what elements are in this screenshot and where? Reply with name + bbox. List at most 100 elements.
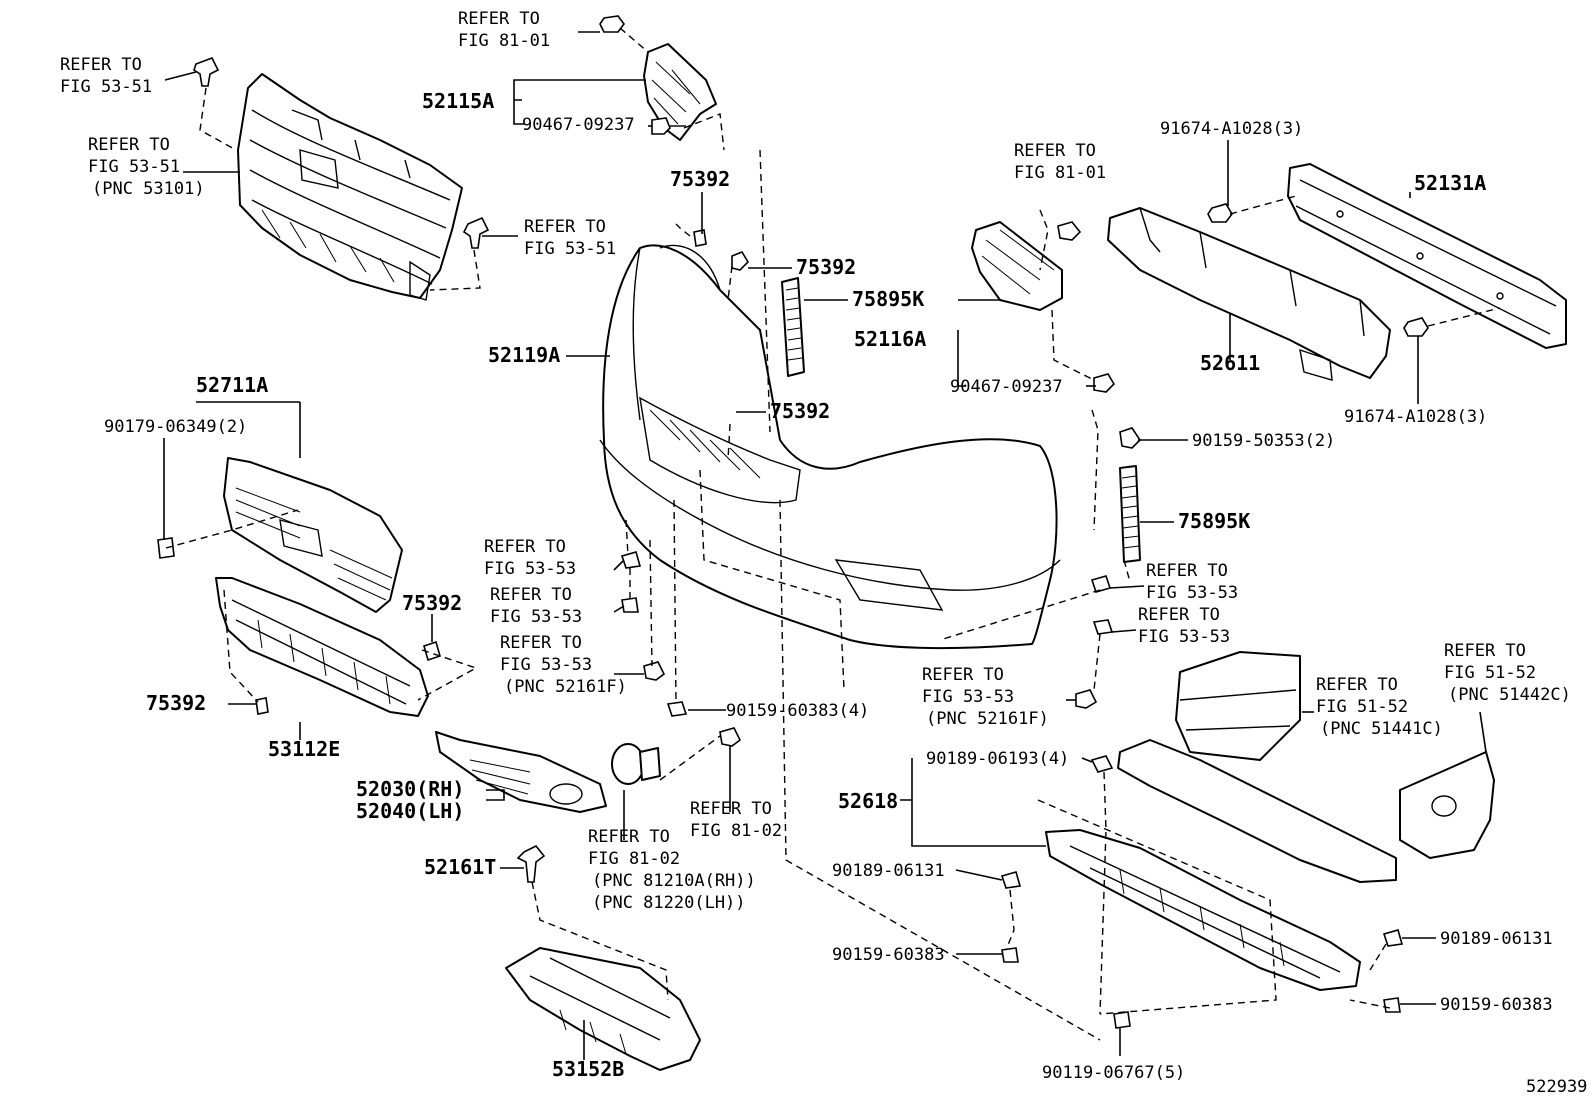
- label-refer-53-51-grille-3: (PNC 53101): [92, 179, 205, 199]
- bumper-cover-52119A: [599, 244, 1061, 650]
- label-refer-53-53-b-2: FIG 53-53: [490, 607, 582, 627]
- label-refer-51-52-b-1: REFER TO: [1444, 641, 1526, 661]
- label-refer-53-53-f-1: REFER TO: [922, 665, 1004, 685]
- label-refer-81-01-top-2: FIG 81-01: [458, 31, 550, 51]
- label-52115A: 52115A: [422, 89, 494, 113]
- clip-53-53-c: [643, 661, 666, 681]
- label-91674-bot: 91674-A1028(3): [1344, 407, 1487, 427]
- label-refer-53-53-e-2: FIG 53-53: [1138, 627, 1230, 647]
- label-refer-53-51-clip-1: REFER TO: [524, 217, 606, 237]
- foglamp-cover: [435, 731, 607, 813]
- label-refer-53-53-c-1: REFER TO: [500, 633, 582, 653]
- label-52119A: 52119A: [488, 343, 560, 367]
- label-75392-a: 75392: [796, 255, 856, 279]
- cover-52618: [1045, 829, 1361, 991]
- label-90189-06131-right: 90189-06131: [1440, 929, 1553, 949]
- grille-52711A: [223, 457, 403, 613]
- grille-53112E: [215, 577, 429, 717]
- label-90179: 90179-06349(2): [104, 417, 247, 437]
- label-refer-53-51-clip-2: FIG 53-51: [524, 239, 616, 259]
- label-refer-81-01-mid-2: FIG 81-01: [1014, 163, 1106, 183]
- dashed-lines: [165, 27, 1501, 1041]
- nut-90189-06193: [1090, 755, 1114, 773]
- label-refer-53-51-top-2: FIG 53-51: [60, 77, 152, 97]
- upper-grille-part: [237, 73, 463, 301]
- clip-53-53-f: [1075, 689, 1098, 709]
- bolt-91674-bot: [1403, 317, 1429, 337]
- label-refer-53-53-e-1: REFER TO: [1138, 605, 1220, 625]
- cover-53152B: [505, 947, 701, 1071]
- bracket-52116A: [971, 221, 1063, 311]
- label-refer-53-53-f-3: (PNC 52161F): [926, 709, 1049, 729]
- foglamp: [611, 743, 661, 785]
- label-refer-51-52-a-3: (PNC 51441C): [1320, 719, 1443, 739]
- label-refer-53-53-d-2: FIG 53-53: [1146, 583, 1238, 603]
- seal-75895K-right: [1119, 465, 1141, 563]
- label-75392-c: 75392: [770, 399, 830, 423]
- bolt-90467-left: [651, 117, 686, 135]
- label-53112E: 53112E: [268, 737, 340, 761]
- label-90119-06767: 90119-06767(5): [1042, 1063, 1185, 1083]
- label-refer-81-02-a-2: FIG 81-02: [690, 821, 782, 841]
- label-90467-left: 90467-09237: [522, 115, 635, 135]
- label-75895K-right: 75895K: [1178, 509, 1250, 533]
- screw-90119-06767: [1113, 1011, 1131, 1029]
- bolt-top: [599, 15, 625, 33]
- label-52161T: 52161T: [424, 855, 496, 879]
- screw-53-53-b: [621, 597, 639, 613]
- label-52030: 52030(RH): [356, 777, 464, 801]
- label-refer-81-02-b-2: FIG 81-02: [588, 849, 680, 869]
- label-75392-top: 75392: [670, 167, 730, 191]
- bolt-91674-top: [1207, 203, 1233, 223]
- bolt-81-01-mid: [1057, 221, 1082, 241]
- bracket-52115A: [643, 43, 717, 141]
- label-refer-53-53-d-1: REFER TO: [1146, 561, 1228, 581]
- reinforcement-52131A: [1287, 163, 1567, 349]
- label-52711A: 52711A: [196, 373, 268, 397]
- leader-lines: [163, 31, 1487, 1060]
- label-53152B: 53152B: [552, 1057, 624, 1081]
- clip-52161T: [516, 844, 546, 883]
- label-90189-06131-left: 90189-06131: [832, 861, 945, 881]
- screw-53-53-e: [1092, 619, 1114, 635]
- clip-75392-e: [255, 697, 269, 715]
- nut-90189-06131-r: [1382, 929, 1404, 947]
- label-refer-53-53-c-3: (PNC 52161F): [504, 677, 627, 697]
- label-refer-53-53-a-1: REFER TO: [484, 537, 566, 557]
- label-52040: 52040(LH): [356, 799, 464, 823]
- label-52611: 52611: [1200, 351, 1260, 375]
- cover-51442C: [1399, 751, 1495, 859]
- screw-90159-60383-4: [666, 701, 688, 717]
- label-75895K-left: 75895K: [852, 287, 924, 311]
- label-75392-d: 75392: [402, 591, 462, 615]
- bolt-90467-right: [1093, 373, 1116, 393]
- label-90159-60383-left: 90159-60383: [832, 945, 945, 965]
- label-refer-81-02-b-1: REFER TO: [588, 827, 670, 847]
- clip-75392-top: [693, 229, 707, 247]
- label-90159-60383-4: 90159-60383(4): [726, 701, 869, 721]
- label-refer-53-51-top-1: REFER TO: [60, 55, 142, 75]
- bolt-81-02: [719, 727, 742, 747]
- absorber-52611: [1107, 207, 1391, 381]
- clip-53-53-d: [1090, 575, 1112, 593]
- image-number: 522939: [1526, 1077, 1587, 1097]
- label-refer-81-01-top-1: REFER TO: [458, 9, 540, 29]
- label-91674-top: 91674-A1028(3): [1160, 119, 1303, 139]
- label-52618: 52618: [838, 789, 898, 813]
- label-refer-81-01-mid-1: REFER TO: [1014, 141, 1096, 161]
- nut-90189-06131-l: [1000, 871, 1022, 889]
- clip-75392-a: [731, 251, 750, 271]
- clip-53-53-a: [620, 551, 642, 569]
- label-refer-53-53-b-1: REFER TO: [490, 585, 572, 605]
- label-refer-81-02-a-1: REFER TO: [690, 799, 772, 819]
- clip-grille-right: [462, 216, 490, 249]
- seal-75895K-left: [781, 277, 805, 377]
- label-refer-51-52-a-2: FIG 51-52: [1316, 697, 1408, 717]
- label-refer-81-02-b-3: (PNC 81210A(RH)): [592, 871, 756, 891]
- label-52131A: 52131A: [1414, 171, 1486, 195]
- label-52116A: 52116A: [854, 327, 926, 351]
- label-refer-53-51-grille-1: REFER TO: [88, 135, 170, 155]
- label-refer-53-53-f-2: FIG 53-53: [922, 687, 1014, 707]
